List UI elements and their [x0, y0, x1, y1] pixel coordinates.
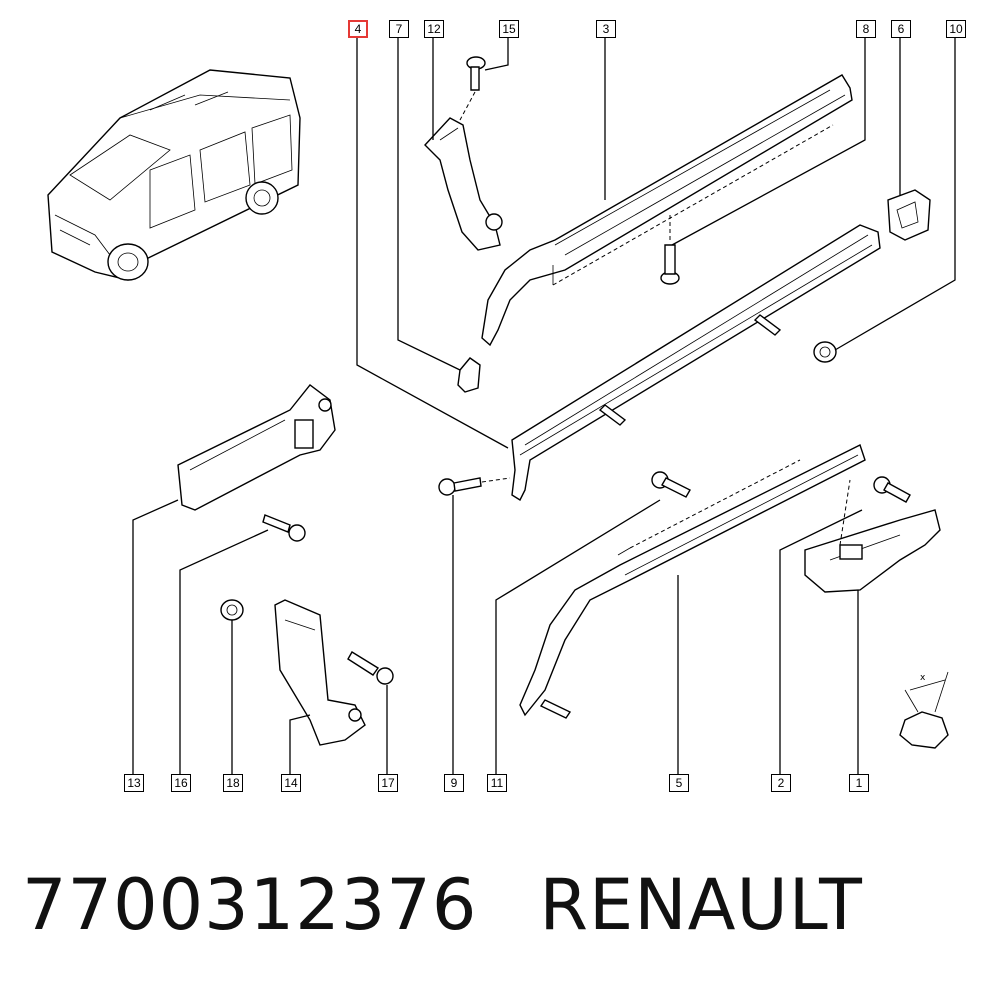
callout-9[interactable]: 9	[444, 774, 464, 792]
callout-5[interactable]: 5	[669, 774, 689, 792]
rail-assembly	[457, 357, 481, 393]
part-number: 7700312376	[22, 864, 478, 946]
nut	[813, 341, 837, 363]
hinge-assembly	[274, 599, 366, 746]
bolt	[660, 215, 680, 285]
callout-17[interactable]: 17	[378, 774, 398, 792]
callout-2[interactable]: 2	[771, 774, 791, 792]
svg-text:x: x	[920, 673, 926, 683]
parts-diagram: x 4 7 12 15 3 8 6 10 13 16 18 14 17 9 11…	[47, 20, 966, 792]
nut	[220, 599, 244, 621]
van-illustration	[47, 69, 301, 281]
rail-assembly	[424, 117, 503, 251]
rail-assembly	[481, 74, 853, 347]
callout-1[interactable]: 1	[849, 774, 869, 792]
brand-name: RENAULT	[539, 864, 863, 946]
callout-6[interactable]: 6	[891, 20, 911, 38]
rail-assembly	[887, 189, 931, 241]
callout-18[interactable]: 18	[223, 774, 243, 792]
callout-15[interactable]: 15	[499, 20, 519, 38]
bolt	[873, 476, 911, 503]
bolt	[347, 651, 394, 685]
footer: 7700312376 RENAULT	[22, 860, 863, 950]
rail-assembly	[511, 224, 881, 502]
hinge-assembly	[804, 479, 941, 593]
bolt	[539, 471, 691, 719]
callout-8[interactable]: 8	[856, 20, 876, 38]
callout-12[interactable]: 12	[424, 20, 444, 38]
callout-7[interactable]: 7	[389, 20, 409, 38]
bolt	[459, 56, 486, 121]
bolt	[438, 477, 511, 496]
axis-symbol: x	[899, 671, 949, 749]
callout-11[interactable]: 11	[487, 774, 507, 792]
callout-3[interactable]: 3	[596, 20, 616, 38]
leader-lines	[132, 38, 956, 775]
callout-4[interactable]: 4	[348, 20, 368, 38]
hinge-assembly	[177, 384, 336, 511]
bolt	[262, 514, 306, 542]
rail-assembly	[519, 444, 866, 717]
bolt	[598, 314, 782, 426]
callout-13[interactable]: 13	[124, 774, 144, 792]
callout-10[interactable]: 10	[946, 20, 966, 38]
callout-14[interactable]: 14	[281, 774, 301, 792]
callout-16[interactable]: 16	[171, 774, 191, 792]
